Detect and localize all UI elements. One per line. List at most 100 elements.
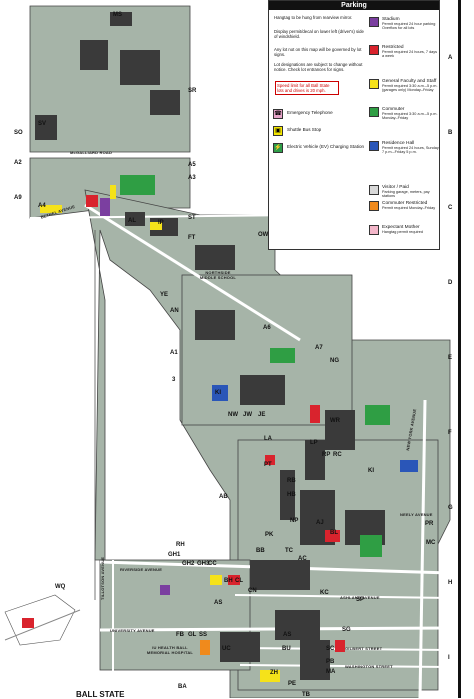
lot-label-sr: SR [188, 88, 197, 94]
lot-label-cc: CC [208, 561, 217, 567]
legend-category-name: Commuter Restricted [382, 201, 428, 206]
legend-category-name: Residence Hall [382, 141, 415, 146]
lot-label-st: ST [188, 215, 196, 221]
legend-swatch [369, 45, 379, 55]
lot-label-sp: SP [356, 597, 365, 603]
lot-label-gh3: GH3 [197, 561, 210, 567]
legend-swatch [369, 201, 379, 211]
lot-label-ms: MS [113, 12, 122, 18]
lot-label-a1: A1 [170, 350, 178, 356]
lot-label-mc: MC [426, 540, 436, 546]
lot-label-je: JE [258, 412, 266, 418]
lot-label-bh: BH [224, 578, 233, 584]
lot-label-3: 3 [172, 377, 176, 383]
grid-letter-a: A [448, 55, 453, 61]
legend-category-desc: Permit required Monday–Friday [382, 206, 436, 210]
lot-label-as: AS [214, 600, 223, 606]
lot-label-wr: WR [330, 418, 340, 424]
legend-category-desc: Permit required 3:30 a.m.–5 p.m. (garage… [382, 84, 438, 93]
lot-label-bl: BL [330, 530, 338, 536]
lot-label-ng: NG [330, 358, 339, 364]
grid-letter-i: I [448, 655, 450, 661]
lot-label-as: AS [283, 632, 292, 638]
parking-legend: Parking Hangtag to be hung from rearview… [268, 0, 440, 250]
lot-label-a4: A4 [38, 203, 46, 209]
lot-label-pe: PE [288, 681, 297, 687]
lot-label-bb: BB [256, 548, 265, 554]
legend-note-change: Lot designations are subject to change w… [274, 62, 363, 72]
lot-label-a6: A6 [263, 325, 271, 331]
legend-swatch [369, 185, 379, 195]
legend-swatch [369, 107, 379, 117]
grid-letter-g: G [448, 505, 453, 511]
lot-label-cl: CL [235, 578, 243, 584]
legend-category-desc: Permit required 24 hour parking Overflow… [382, 22, 436, 31]
school-label: NORTHSIDE MIDDLE SCHOOL [199, 270, 237, 280]
lot-label-a3: A3 [188, 175, 196, 181]
legend-symbol-shuttle: ▣ Shuttle Bus Stop [273, 126, 365, 138]
lot-label-pt: PT [264, 462, 272, 468]
legend-category-desc: Parking garage, meters, pay stations [382, 190, 430, 199]
lot-label-a2: A2 [14, 160, 22, 166]
lot-label-jw: JW [243, 412, 252, 418]
shuttle-bus-icon: ▣ [273, 126, 283, 136]
hospital-label: IU HEALTH BALL MEMORIAL HOSPITAL [146, 645, 194, 655]
lot-label-cn: CN [248, 588, 257, 594]
grid-letter-f: F [448, 430, 452, 436]
lot-label-ki: KI [215, 390, 221, 396]
lot-label-al: AL [128, 218, 136, 224]
lot-label-ip: IP [158, 220, 164, 226]
legend-title: Parking [269, 1, 439, 10]
lot-label-ba: BA [178, 684, 187, 690]
lot-label-ss: SS [199, 632, 208, 638]
grid-letter-b: B [448, 130, 453, 136]
grid-letter-c: C [448, 205, 453, 211]
lot-label-ma: MA [326, 669, 336, 675]
lot-label-lp: LP [310, 440, 318, 446]
ball-state-logo-text: BALL STATE [76, 690, 125, 699]
lot-label-kc: KC [320, 590, 329, 596]
lot-label-a5: A5 [188, 162, 196, 168]
lot-label-a7: A7 [315, 345, 323, 351]
lot-label-rp: RP [322, 452, 331, 458]
legend-symbol-ev-label: Electric Vehicle (EV) Charging Station [287, 144, 365, 149]
legend-category-name: Stadium [382, 17, 400, 22]
lot-label-bu: BU [282, 646, 291, 652]
lot-label-ft: FT [188, 235, 196, 241]
legend-category-name: Expectant Mother [382, 225, 420, 230]
street-label: GILBERT STREET [345, 646, 383, 651]
lot-label-ab: AB [219, 494, 228, 500]
lot-label-gh1: GH1 [168, 552, 181, 558]
lot-label-pb: PB [326, 659, 335, 665]
legend-symbol-ev: ⚡ Electric Vehicle (EV) Charging Station [273, 143, 365, 155]
lot-label-la: LA [264, 436, 272, 442]
legend-category-name: Restricted [382, 45, 404, 50]
lot-label-wq: WQ [55, 584, 66, 590]
legend-category-desc: Permit required 24 hours, Sunday 7 p.m.–… [382, 146, 439, 155]
legend-swatch [369, 17, 379, 27]
street-label: McGALLIARD ROAD [70, 150, 113, 155]
lot-label-sg: SG [342, 627, 351, 633]
lot-label-an: AN [170, 308, 179, 314]
lot-label-ye: YE [160, 292, 169, 298]
legend-note-display: Display permit/decal on lower left (driv… [274, 29, 364, 39]
legend-swatch [369, 225, 379, 235]
street-label: ASHLAND AVENUE [340, 595, 380, 600]
lot-label-ow: OW [258, 232, 269, 238]
grid-letter-e: E [448, 355, 453, 361]
legend-category-desc: Permit required 24 hours, 7 days a week [382, 50, 438, 59]
ev-charging-icon: ⚡ [273, 143, 283, 153]
legend-category-desc: Permit required 3:30 a.m.–5 p.m. Monday–… [382, 112, 438, 121]
lot-label-fb: FB [176, 632, 184, 638]
street-label: RIVERSIDE AVENUE [120, 567, 163, 572]
legend-category-name: Commuter [382, 107, 405, 112]
street-label: TILLOTSON AVENUE [100, 556, 105, 600]
lot-label-sc: SC [326, 646, 335, 652]
lot-label-rc: RC [333, 452, 342, 458]
legend-symbol-shuttle-label: Shuttle Bus Stop [287, 127, 322, 132]
street-label: NEELY AVENUE [400, 512, 433, 517]
legend-note-unlisted: Any lot not on this map will be governed… [274, 47, 362, 57]
legend-category-name: Visitor / Paid [382, 185, 409, 190]
lot-label-tc: TC [285, 548, 293, 554]
grid-letter-d: D [448, 280, 453, 286]
